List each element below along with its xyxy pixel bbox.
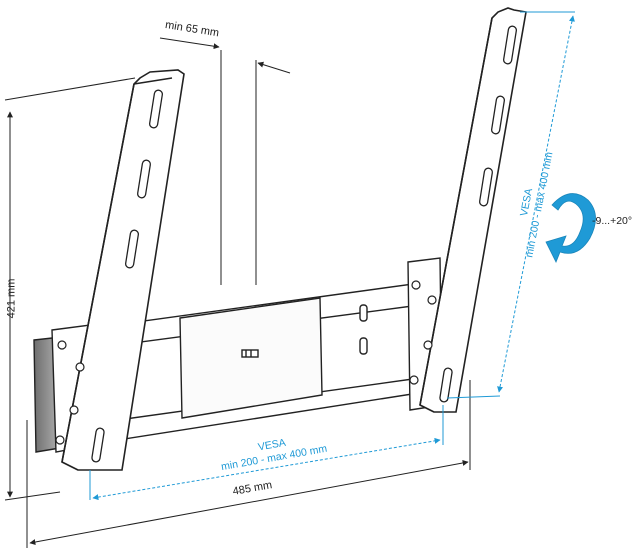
height-label: 421 mm bbox=[5, 278, 18, 319]
tilt-arrow-icon bbox=[545, 193, 596, 263]
tilt-label: -9...+20° bbox=[592, 215, 633, 227]
wall-plate bbox=[114, 282, 426, 441]
vesa-horizontal-dimension bbox=[89, 405, 444, 501]
depth-dimension bbox=[159, 37, 291, 285]
vesa-vertical-dimension bbox=[446, 11, 575, 399]
left-arm bbox=[55, 69, 185, 471]
